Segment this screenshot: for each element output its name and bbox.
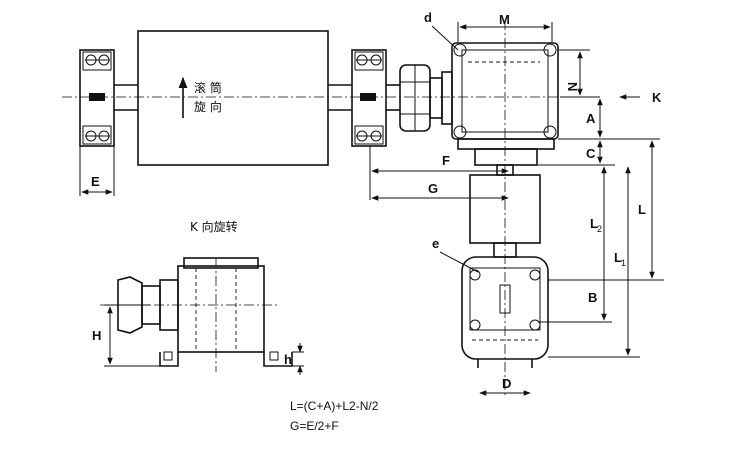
label-L1-sub: 1	[621, 258, 626, 268]
label-e: e	[432, 236, 439, 251]
label-L2-sub: 2	[597, 224, 602, 234]
label-L2: L	[590, 216, 598, 231]
dimension-L1	[548, 166, 640, 358]
label-G: G	[428, 181, 438, 196]
drum-shafts	[114, 84, 352, 111]
label-H: H	[92, 328, 101, 343]
k-view-title: K 向旋转	[190, 219, 238, 234]
dimension-C	[538, 140, 615, 166]
formula-line2: G=E/2+F	[290, 419, 339, 433]
motor	[461, 256, 549, 368]
dimension-H	[104, 304, 160, 367]
dimension-A	[558, 98, 660, 140]
label-L1: L	[614, 250, 622, 265]
dimension-N	[558, 49, 600, 98]
label-N: N	[565, 82, 580, 91]
gearbox	[451, 20, 559, 398]
right-bearing-block	[351, 49, 387, 147]
label-F: F	[442, 153, 450, 168]
label-D: D	[502, 376, 511, 391]
label-h: h	[284, 352, 292, 367]
formula-line1: L=(C+A)+L2-N/2	[290, 399, 379, 413]
dimension-E	[79, 146, 115, 196]
left-bearing-block	[79, 49, 115, 147]
label-d: d	[424, 10, 432, 25]
drum-rotation-label-line2: 旋 向	[194, 99, 222, 114]
dimension-h	[292, 343, 304, 375]
label-A: A	[586, 111, 596, 126]
label-M: M	[499, 12, 510, 27]
label-C: C	[586, 146, 596, 161]
dimension-L	[548, 140, 664, 281]
drum-rotation-label-line1: 滚 筒	[194, 80, 222, 95]
label-E: E	[91, 174, 100, 189]
dimension-F	[369, 146, 509, 200]
leader-d	[431, 25, 459, 51]
drum	[137, 30, 329, 166]
dimension-M	[457, 22, 553, 42]
k-view-gearbox	[100, 257, 293, 372]
label-K: K	[652, 90, 662, 105]
label-L: L	[638, 202, 646, 217]
leader-e	[439, 251, 479, 273]
label-B: B	[588, 290, 597, 305]
coupling	[386, 64, 453, 132]
